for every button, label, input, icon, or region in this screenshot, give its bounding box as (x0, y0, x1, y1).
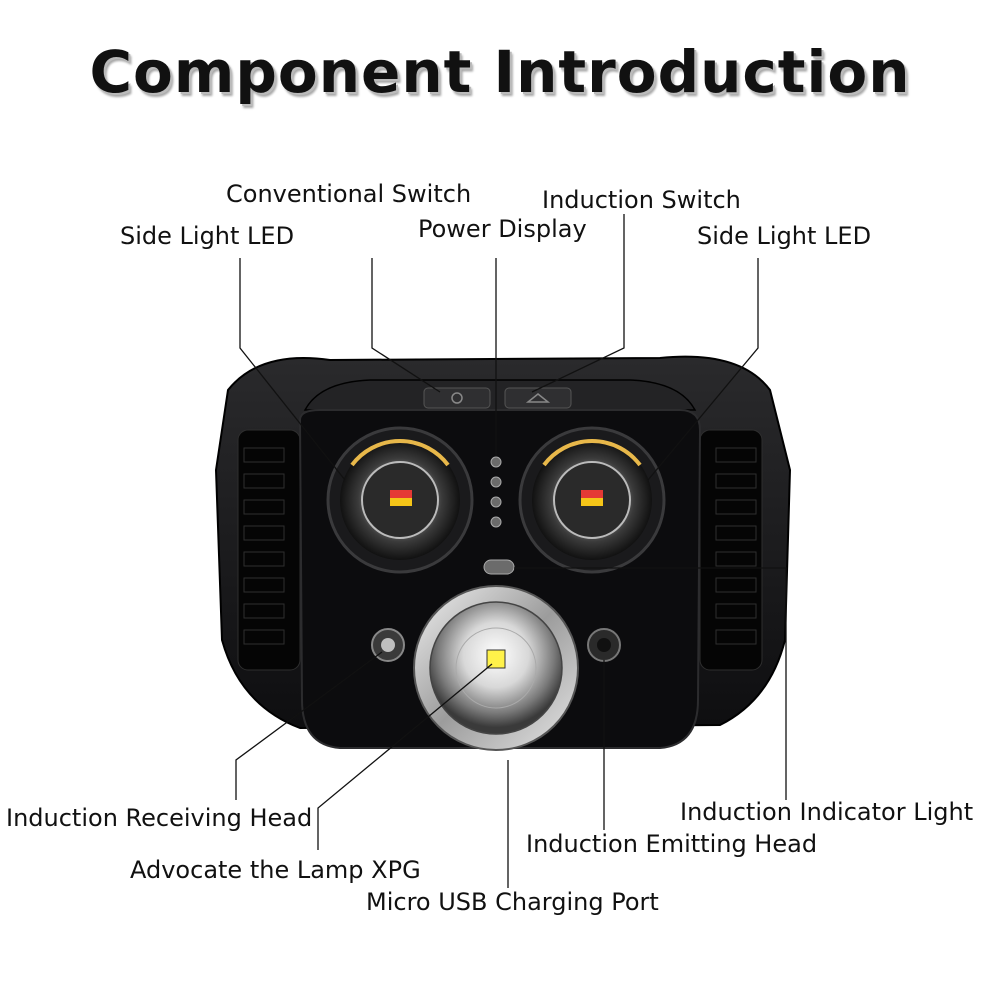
label-conventional-switch: Conventional Switch (226, 180, 472, 208)
label-induction-emitting-head: Induction Emitting Head (526, 830, 818, 858)
page-title: Component Introduction (89, 38, 911, 106)
leader-advocate-lamp-xpg (317, 663, 493, 850)
leader-conventional-switch (371, 258, 441, 393)
induction-emitting-head (587, 628, 621, 662)
side-light-led-right (518, 426, 666, 574)
left-side-grip (237, 429, 301, 671)
induction-icon (525, 393, 551, 403)
label-induction-switch: Induction Switch (542, 186, 741, 214)
label-power-display: Power Display (418, 215, 587, 243)
top-bezel (303, 379, 697, 411)
side-light-led-left (326, 426, 474, 574)
label-advocate-lamp-xpg: Advocate the Lamp XPG (130, 856, 421, 884)
leader-induction-switch (531, 214, 625, 393)
label-induction-receiving-head: Induction Receiving Head (6, 804, 313, 832)
conventional-switch-button (423, 387, 491, 409)
induction-switch-button (504, 387, 572, 409)
induction-indicator-light (483, 559, 515, 575)
leader-side-light-right (647, 258, 759, 481)
power-icon (451, 392, 463, 404)
leader-lines (235, 214, 787, 888)
label-induction-indicator-light: Induction Indicator Light (680, 798, 974, 826)
label-micro-usb-port: Micro USB Charging Port (366, 888, 659, 916)
label-side-light-led-left: Side Light LED (120, 222, 295, 250)
leader-induction-indicator-light (514, 567, 787, 800)
right-side-grip (699, 429, 763, 671)
leader-side-light-left (239, 258, 346, 481)
label-side-light-led-right: Side Light LED (697, 222, 872, 250)
xpg-main-lamp (413, 585, 579, 751)
leader-induction-receiving-head (235, 651, 383, 800)
power-display-leds (490, 456, 502, 528)
